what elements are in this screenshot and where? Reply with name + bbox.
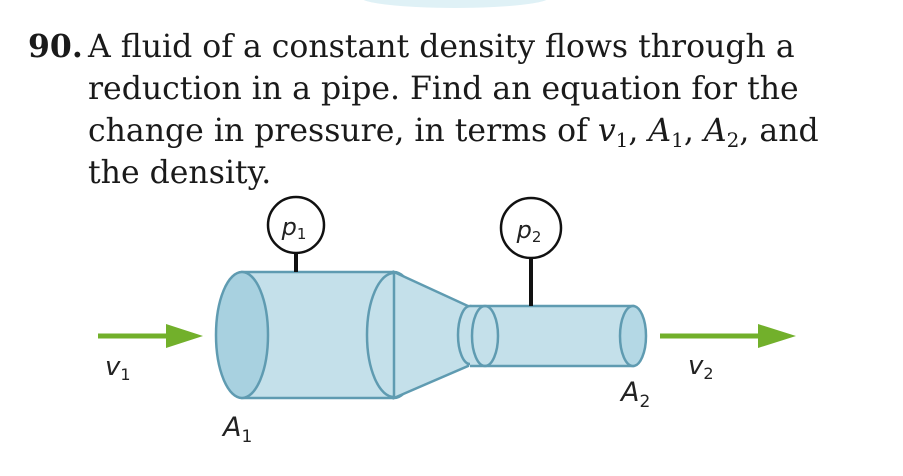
small-pipe-inner-rim xyxy=(470,304,500,368)
problem-number: 90. xyxy=(28,28,83,65)
svg-text:p1: p1 xyxy=(281,213,307,243)
svg-text:p2: p2 xyxy=(516,216,542,246)
problem-line-4: the density. xyxy=(88,155,272,191)
problem-line-3: change in pressure, in terms of v1, A1, … xyxy=(88,113,819,152)
inflow-arrow xyxy=(98,324,203,348)
var-v1: v xyxy=(597,113,616,149)
var-a1: A xyxy=(648,113,672,149)
problem-text: A fluid of a constant density flows thro… xyxy=(88,26,868,194)
large-pipe-inlet xyxy=(214,270,270,400)
small-pipe-outlet xyxy=(618,304,648,368)
var-a2: A xyxy=(703,113,727,149)
pipe-reduction-cone xyxy=(392,270,470,400)
problem-line-1: A fluid of a constant density flows thro… xyxy=(88,29,795,65)
problem-line-2: reduction in a pipe. Find an equation fo… xyxy=(88,71,799,107)
outflow-arrow xyxy=(660,324,796,348)
large-pipe xyxy=(214,270,423,400)
label-v1: v1 xyxy=(105,352,131,384)
pressure-gauge-2: p2 xyxy=(499,196,563,306)
pressure-gauge-1: p1 xyxy=(266,195,326,272)
label-a1: A1 xyxy=(221,412,252,447)
top-decoration xyxy=(360,0,550,8)
label-v2: v2 xyxy=(688,351,714,383)
label-a2: A2 xyxy=(619,377,650,412)
